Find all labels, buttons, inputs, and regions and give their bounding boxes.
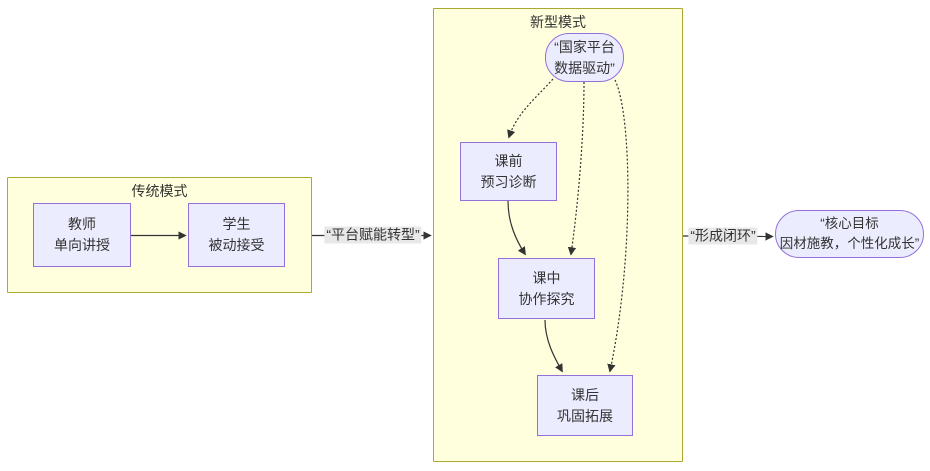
node-pre-class-line2: 预习诊断 bbox=[480, 173, 537, 190]
node-student-line1: 学生 bbox=[222, 216, 251, 232]
node-after-class-line2: 巩固拓展 bbox=[557, 407, 613, 424]
cluster-traditional-title: 传统模式 bbox=[131, 183, 188, 199]
edge-platform-afterclass bbox=[607, 79, 629, 373]
node-in-class: 课中 协作探究 bbox=[498, 258, 595, 319]
node-after-class: 课后 巩固拓展 bbox=[537, 375, 633, 436]
node-teacher-line1: 教师 bbox=[68, 216, 96, 232]
node-goal: “核心目标 因材施教，个性化成长” bbox=[775, 210, 924, 258]
edge-inclass-afterclass bbox=[544, 319, 563, 373]
edge-preclass-inclass bbox=[507, 200, 526, 256]
node-goal-line1: “核心目标 bbox=[820, 216, 879, 231]
node-in-class-line2: 协作探究 bbox=[518, 290, 575, 307]
node-platform-line1: “国家平台 bbox=[554, 38, 615, 55]
node-student: 学生 被动接受 bbox=[188, 203, 285, 267]
node-pre-class: 课前 预习诊断 bbox=[460, 142, 557, 201]
node-platform-line2: 数据驱动” bbox=[554, 59, 615, 76]
edge-label-loop: “形成闭环” bbox=[688, 227, 758, 245]
cluster-modern-title: 新型模式 bbox=[530, 14, 586, 30]
node-student-line2: 被动接受 bbox=[208, 237, 265, 253]
node-pre-class-line1: 课前 bbox=[494, 152, 523, 169]
node-platform: “国家平台 数据驱动” bbox=[545, 33, 624, 82]
edge-platform-preclass bbox=[507, 78, 554, 139]
node-teacher-line2: 单向讲授 bbox=[54, 237, 110, 253]
edge-platform-inclass bbox=[567, 81, 585, 256]
node-after-class-line1: 课后 bbox=[571, 386, 599, 403]
node-goal-line2: 因材施教，个性化成长” bbox=[779, 236, 920, 251]
edge-label-transform: “平台赋能转型” bbox=[324, 226, 422, 244]
node-in-class-line1: 课中 bbox=[532, 269, 561, 286]
node-teacher: 教师 单向讲授 bbox=[33, 203, 131, 267]
